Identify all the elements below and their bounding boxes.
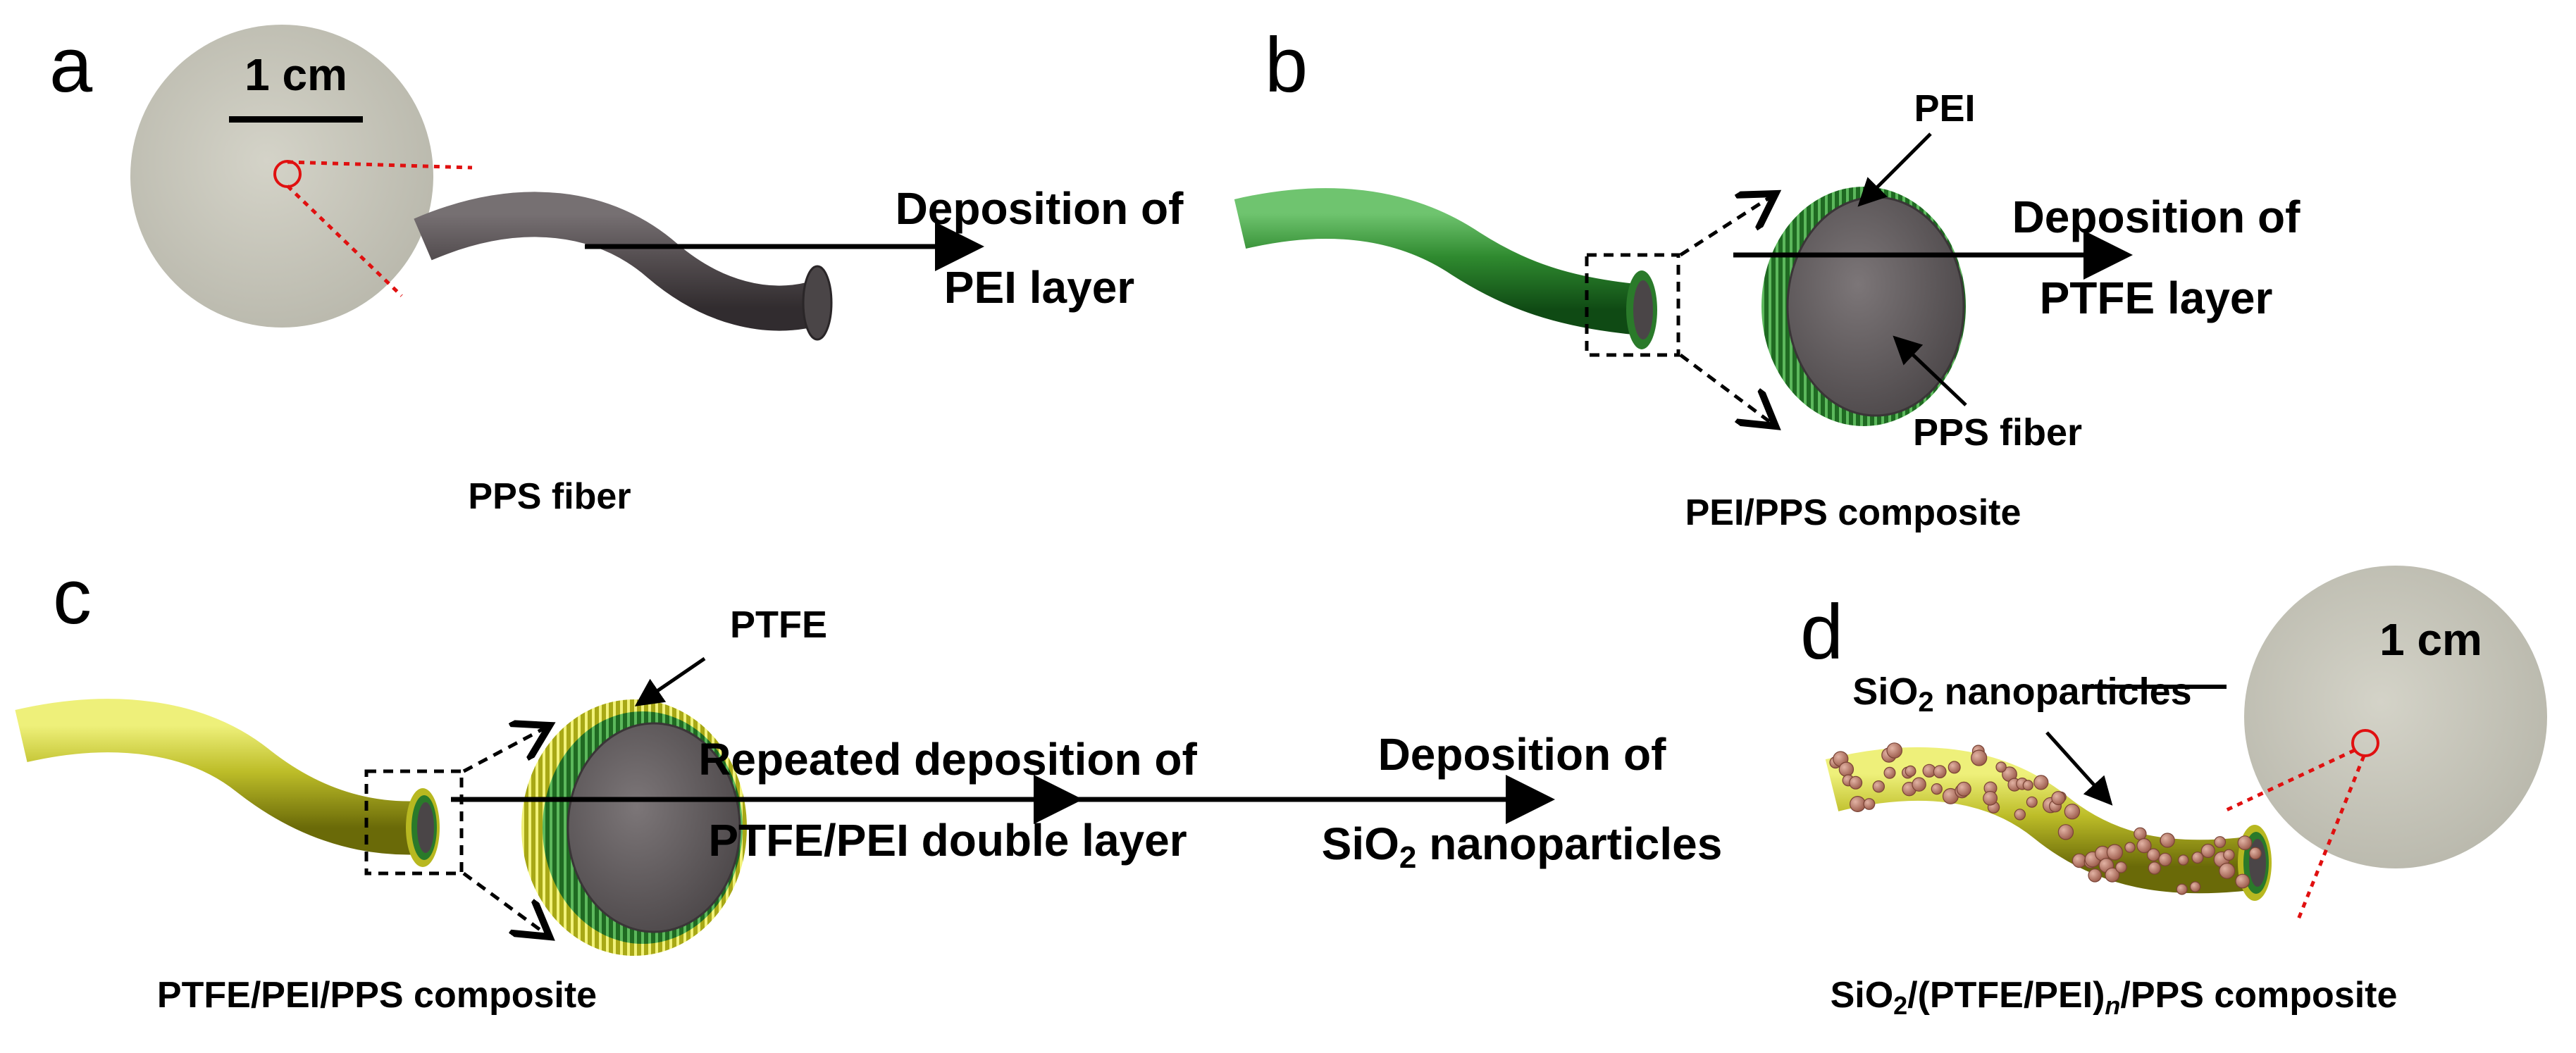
label-pps-b: PPS fiber — [1913, 411, 2082, 454]
scale-bar-a: 1 cm — [229, 49, 363, 123]
sio2-nanoparticle — [1948, 761, 1961, 774]
sio2-nanoparticle — [1983, 790, 1998, 806]
sio2-nanoparticle — [1931, 783, 1943, 795]
pps-fiber-a — [414, 192, 833, 341]
sio2-nanoparticle — [1849, 775, 1863, 790]
zoom-arrow-c-bottom — [462, 871, 550, 937]
panel-b: b Deposition of PTFE layer PEI PPS fiber… — [1234, 22, 2301, 533]
sio2-nanoparticle — [1971, 749, 1988, 766]
pei-coated-fiber-b — [1234, 188, 1657, 349]
zoom-marker-d — [2351, 729, 2379, 757]
pps-fabric-photo — [130, 25, 433, 328]
sio2-nanoparticle — [1863, 798, 1876, 810]
pointer-sio2-d — [2045, 731, 2113, 806]
sio2-nanoparticle — [2158, 852, 2172, 866]
sio2-nanoparticle — [2237, 835, 2253, 850]
sio2-nanoparticle — [1850, 795, 1866, 812]
sio2-nanoparticle — [2134, 827, 2147, 841]
panel-a: a 1 cm Deposition of PEI layer PPS fiber — [49, 22, 1184, 517]
zoom-box-b — [1585, 253, 1680, 357]
caption-b: PEI/PPS composite — [1685, 492, 2021, 533]
sio2-nanoparticle — [2057, 824, 2074, 840]
label-ptfe-c: PTFE — [730, 604, 827, 646]
panel-d: d 1 cm SiO2 nanoparticles SiO2/(PTFE/PEI… — [1800, 566, 2547, 1020]
step-a-line1: Deposition of — [896, 183, 1184, 234]
sio2-nanoparticle — [1995, 761, 2007, 773]
step-a-line2: PEI layer — [944, 262, 1134, 313]
zoom-line-d-bottom — [2295, 755, 2366, 923]
pointer-pei-b — [1857, 132, 1932, 207]
panel-c: c PTFE Repeated deposition of PTFE/PEI d… — [15, 554, 1723, 1016]
zoom-arrow-b-bottom — [1679, 353, 1776, 426]
sio2-nanoparticle — [2115, 861, 2127, 873]
cross-section-c — [521, 699, 747, 956]
zoom-arrow-b-top — [1679, 194, 1776, 257]
pointer-ptfe-c — [634, 656, 706, 706]
zoom-line-d-top — [2225, 748, 2356, 812]
zoom-line-a-top — [287, 160, 473, 170]
sio2-nanoparticle — [2064, 803, 2081, 820]
sio2-nanoparticle — [1838, 761, 1854, 777]
scale-label-d: 1 cm — [2379, 614, 2482, 665]
composite-fabric-photo — [2244, 566, 2547, 868]
zoom-box-c — [364, 769, 464, 876]
sio2-nanoparticle — [1912, 777, 1926, 792]
sio2-nanoparticle — [2176, 883, 2188, 895]
sio2-nanoparticle — [2124, 842, 2136, 853]
caption-c: PTFE/PEI/PPS composite — [157, 975, 597, 1016]
sio2-nanoparticle — [2014, 809, 2026, 821]
sio2-nanoparticle — [2105, 867, 2120, 883]
panel-letter-d: d — [1800, 589, 1843, 675]
sio2-nanoparticle — [2177, 854, 2189, 866]
sio2-nanoparticle — [2136, 837, 2152, 854]
sio2-nanoparticle — [1872, 780, 1885, 793]
panel-letter-c: c — [53, 554, 92, 640]
sio2-nanoparticle — [2022, 780, 2033, 791]
step-c1-line1: Repeated deposition of — [698, 734, 1197, 785]
sio2-nanoparticle — [2160, 833, 2175, 848]
label-sio2-d: SiO2 nanoparticles — [1852, 671, 2191, 718]
sio2-nanoparticle — [1956, 781, 1971, 797]
zoom-line-a-bottom — [286, 185, 403, 297]
sio2-nanoparticle — [1883, 766, 1896, 779]
sio2-coated-fiber-d — [1825, 742, 2272, 901]
sio2-nanoparticle — [2026, 796, 2038, 808]
sio2-nanoparticle — [1905, 765, 1916, 777]
sio2-nanoparticle — [2147, 848, 2160, 861]
sio2-nanoparticle — [2223, 849, 2235, 861]
panel-letter-b: b — [1265, 22, 1308, 108]
sio2-nanoparticle — [2214, 836, 2227, 848]
sio2-nanoparticle — [2200, 843, 2215, 859]
step-c2-line1: Deposition of — [1378, 729, 1667, 780]
panel-letter-a: a — [49, 22, 93, 108]
sio2-nanoparticle — [2051, 791, 2066, 806]
step-c2-line2: SiO2 nanoparticles — [1322, 818, 1723, 875]
step-b-line1: Deposition of — [2012, 192, 2301, 242]
sio2-nanoparticle — [2248, 847, 2262, 860]
sio2-nanoparticle — [2235, 873, 2250, 889]
caption-a: PPS fiber — [468, 476, 631, 517]
cross-section-b — [1761, 187, 1966, 426]
sio2-nanoparticle — [1886, 742, 1902, 759]
sio2-nanoparticle — [2033, 775, 2049, 790]
step-c1-line2: PTFE/PEI double layer — [708, 815, 1187, 866]
sio2-nanoparticle — [2088, 868, 2102, 883]
caption-d: SiO2/(PTFE/PEI)n/PPS composite — [1831, 975, 2398, 1020]
pointer-pps-b — [1893, 335, 1967, 406]
sio2-nanoparticle — [2219, 862, 2236, 879]
sio2-nanoparticle — [2106, 844, 2123, 861]
label-pei-b: PEI — [1914, 87, 1975, 130]
sio2-nanoparticle — [1933, 765, 1947, 778]
sio2-nanoparticle — [2191, 852, 2204, 864]
scale-label-a: 1 cm — [244, 49, 347, 100]
sio2-nanoparticle — [2148, 861, 2161, 875]
sio2-nanoparticle — [2189, 881, 2201, 892]
ptfe-coated-fiber-c — [15, 699, 440, 867]
step-b-line2: PTFE layer — [2040, 273, 2273, 323]
sio2-nanoparticles — [1829, 742, 2262, 895]
